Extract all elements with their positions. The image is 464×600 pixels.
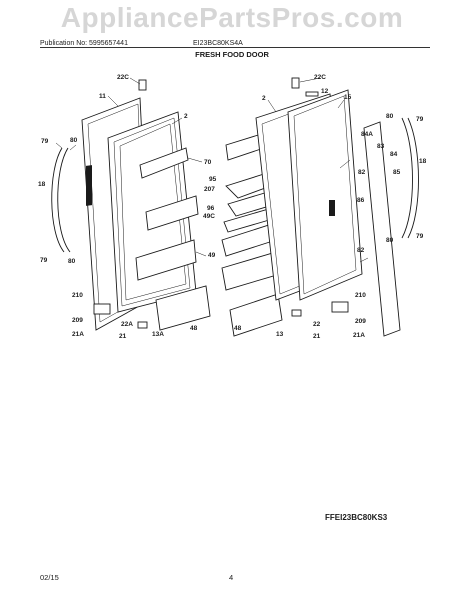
hinge-cap (138, 79, 147, 91)
part-label: 210 (355, 292, 366, 299)
part-label: 82 (357, 247, 365, 254)
part-label: 22A (121, 321, 133, 328)
part-label: 12 (321, 88, 329, 95)
page-number: 4 (229, 573, 234, 582)
hinge-cap (291, 77, 300, 89)
left-door-bin-lower (135, 239, 197, 281)
left-door-bin-top (139, 147, 189, 179)
part-label: 210 (72, 292, 83, 299)
part-label: 21A (353, 332, 365, 339)
left-door-bin-bottom (155, 285, 211, 331)
hinge-bracket (331, 301, 349, 313)
part-label: 15 (344, 94, 352, 101)
part-label: 2 (262, 95, 266, 102)
part-label: 95 (209, 176, 217, 183)
part-label: 11 (99, 93, 106, 100)
right-door-bin-bottom (229, 293, 283, 337)
part-label: 80 (386, 237, 394, 244)
part-label: 18 (419, 158, 427, 165)
door-handle-slot (86, 165, 92, 206)
part-label: 22C (117, 74, 129, 81)
part-label: 86 (357, 197, 365, 204)
part-label: 49 (208, 252, 216, 259)
hinge-pin (137, 321, 148, 329)
part-label: 18 (38, 181, 46, 188)
part-label: 21 (313, 333, 321, 340)
door-switch (329, 200, 335, 216)
part-label: 209 (72, 317, 83, 324)
part-label: 83 (377, 143, 385, 150)
part-label: 48 (234, 325, 242, 332)
part-label: 80 (70, 137, 78, 144)
part-label: 79 (416, 233, 424, 240)
leader-lines (55, 77, 369, 263)
part-label: 79 (416, 116, 424, 123)
part-label: 22 (313, 321, 321, 328)
part-label: 207 (204, 186, 215, 193)
part-label: 2 (184, 113, 188, 120)
header-rule (40, 47, 430, 48)
part-label: 84 (390, 151, 398, 158)
revision-date: 02/15 (40, 573, 59, 582)
site-watermark: AppliancePartsPros.com (60, 2, 404, 33)
right-door-handle (401, 117, 413, 239)
hinge-shim (305, 91, 319, 97)
part-label: 209 (355, 318, 366, 325)
part-label: 49C (203, 213, 215, 220)
publication-number: Publication No: 5995657441 (40, 40, 128, 47)
part-labels: 22C 11 2 79 80 18 70 79 80 210 209 21A 2… (38, 74, 427, 340)
left-door-assembly (51, 79, 211, 331)
drawing-code: FFEI23BC80KS3 (325, 513, 388, 522)
part-label: 84A (361, 131, 373, 138)
door-trim-strip (363, 121, 401, 337)
hinge-pin (291, 309, 302, 317)
part-label: 96 (207, 205, 215, 212)
exploded-parts-diagram: 22C 11 2 79 80 18 70 79 80 210 209 21A 2… (38, 74, 427, 340)
part-label: 79 (41, 138, 49, 145)
part-label: 13 (276, 331, 284, 338)
part-label: 85 (393, 169, 401, 176)
model-number: EI23BC80KS4A (193, 40, 243, 47)
part-label: 79 (40, 257, 48, 264)
part-label: 70 (204, 159, 212, 166)
part-label: 21A (72, 331, 84, 338)
part-label: 82 (358, 169, 366, 176)
part-label: 22C (314, 74, 326, 81)
part-label: 21 (119, 333, 127, 340)
right-door-assembly (255, 77, 419, 337)
left-door-bin-middle (145, 195, 199, 231)
hinge-bracket (93, 303, 111, 315)
left-door-handle (51, 147, 65, 253)
part-label: 13A (152, 331, 164, 338)
section-title: FRESH FOOD DOOR (195, 50, 269, 59)
part-label: 48 (190, 325, 198, 332)
part-label: 80 (386, 113, 394, 120)
part-label: 80 (68, 258, 76, 265)
